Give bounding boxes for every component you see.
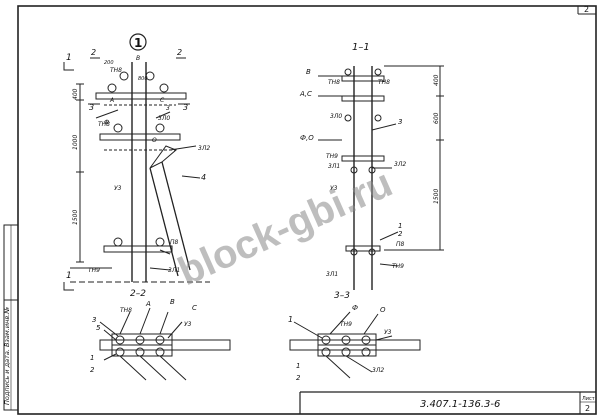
s1-callout-tn9: ТН9 xyxy=(326,153,338,160)
s1-level-fo: Ф,О xyxy=(300,134,314,142)
level-marker-b: В xyxy=(136,55,140,62)
s3-callout-3l2: 3Л2 xyxy=(372,367,384,374)
sheet-number: 2 xyxy=(585,404,590,413)
s1-callout-1: 1 xyxy=(398,222,402,230)
s2-callout-1: 1 xyxy=(90,354,94,362)
section-2-2-title: 2–2 xyxy=(130,289,146,299)
s2-callout-a: А xyxy=(145,300,151,308)
callout-tn8-mid: ТН8 xyxy=(98,121,110,128)
sheet-frame xyxy=(3,5,597,415)
dim-400: 400 xyxy=(72,88,79,100)
corner-number: 2 xyxy=(584,5,589,14)
s2-callout-5: 5 xyxy=(96,324,101,332)
s2-callout-c: С xyxy=(192,304,197,312)
section-1-1-view xyxy=(318,65,444,290)
s3-callout-1: 1 xyxy=(296,362,300,370)
callout-3l0: 3Л0 xyxy=(158,115,170,122)
section-mark-1-top: 1 xyxy=(66,53,72,63)
section-1-1-title: 1–1 xyxy=(352,42,370,53)
s2-callout-3: 3 xyxy=(92,316,96,324)
s2-callout-2: 2 xyxy=(90,366,95,374)
s1-callout-tn8-right: ТН8 xyxy=(378,79,390,86)
level-marker-c: С xyxy=(160,97,165,104)
s2-callout-b: В xyxy=(170,298,175,306)
s1-callout-3l1-bottom: 3Л1 xyxy=(326,271,338,278)
s1-callout-3: 3 xyxy=(398,118,402,126)
level-marker-a: А xyxy=(109,97,114,104)
section-mark-3-right: 3 xyxy=(183,103,188,112)
s3-callout-f: Ф xyxy=(352,304,358,312)
callout-3l2: 3Л2 xyxy=(198,145,210,152)
callout-3l1: 3Л1 xyxy=(168,267,180,274)
s1-callout-p8: П8 xyxy=(396,241,405,248)
s3-callout-2: 2 xyxy=(296,374,301,382)
s1-callout-3l2: 3Л2 xyxy=(394,161,406,168)
s1-callout-tn9-bottom: ТН9 xyxy=(392,263,404,270)
level-marker-o: О xyxy=(152,137,157,144)
section-mark-2-left: 2 xyxy=(91,48,96,57)
s1-dim-1500: 1500 xyxy=(433,189,440,204)
sheet-label: Лист xyxy=(582,396,595,402)
s3-callout-u3: У3 xyxy=(384,329,392,336)
section-2-2-view xyxy=(99,307,231,381)
section-mark-2-right: 2 xyxy=(177,48,182,57)
label-200: 200 xyxy=(104,60,114,66)
s3-callout-o: О xyxy=(380,306,386,314)
s1-dim-600: 600 xyxy=(433,112,440,124)
section-mark-1-bottom: 1 xyxy=(66,271,72,281)
s1-callout-u3: У3 xyxy=(330,185,338,192)
callout-tn9-bottom: ТН9 xyxy=(88,267,100,274)
s1-level-ac: А,С xyxy=(299,90,312,98)
main-view-circle-label: 1 xyxy=(129,33,147,51)
callout-tn8-top: ТН8 xyxy=(110,67,122,74)
section-3-3-title: 3–3 xyxy=(334,291,350,301)
s3-callout-1-top: 1 xyxy=(288,315,293,324)
level-marker-f: Ф xyxy=(104,119,109,126)
section-mark-3-left: 3 xyxy=(89,103,94,112)
s1-callout-tn8-left: ТН8 xyxy=(328,79,340,86)
label-800: 800 xyxy=(138,76,148,82)
callout-4: 4 xyxy=(201,173,206,182)
s1-level-b: В xyxy=(306,68,311,76)
callout-p8: П8 xyxy=(170,239,179,246)
s1-callout-3l1: 3Л1 xyxy=(328,163,340,170)
s1-dim-400: 400 xyxy=(433,74,440,86)
dim-1000: 1000 xyxy=(72,135,79,150)
detail-circle-label: 1 xyxy=(134,36,142,50)
callout-3: 3 xyxy=(166,105,170,112)
main-view xyxy=(63,57,210,291)
section-3-3-view xyxy=(289,311,421,379)
s2-callout-tn8: ТН8 xyxy=(120,307,132,314)
callout-u3: У3 xyxy=(114,185,122,192)
s3-callout-tn9: ТН9 xyxy=(340,321,352,328)
s1-callout-3l0: 3Л0 xyxy=(330,113,342,120)
sheet-code: 3.407.1-136.3-6 xyxy=(420,399,500,410)
s1-callout-2: 2 xyxy=(398,230,403,238)
dim-1500: 1500 xyxy=(72,210,79,225)
s2-callout-u3: У3 xyxy=(184,321,192,328)
side-strip-label: Подпись и дата. Взам.инв.№ xyxy=(3,307,11,405)
